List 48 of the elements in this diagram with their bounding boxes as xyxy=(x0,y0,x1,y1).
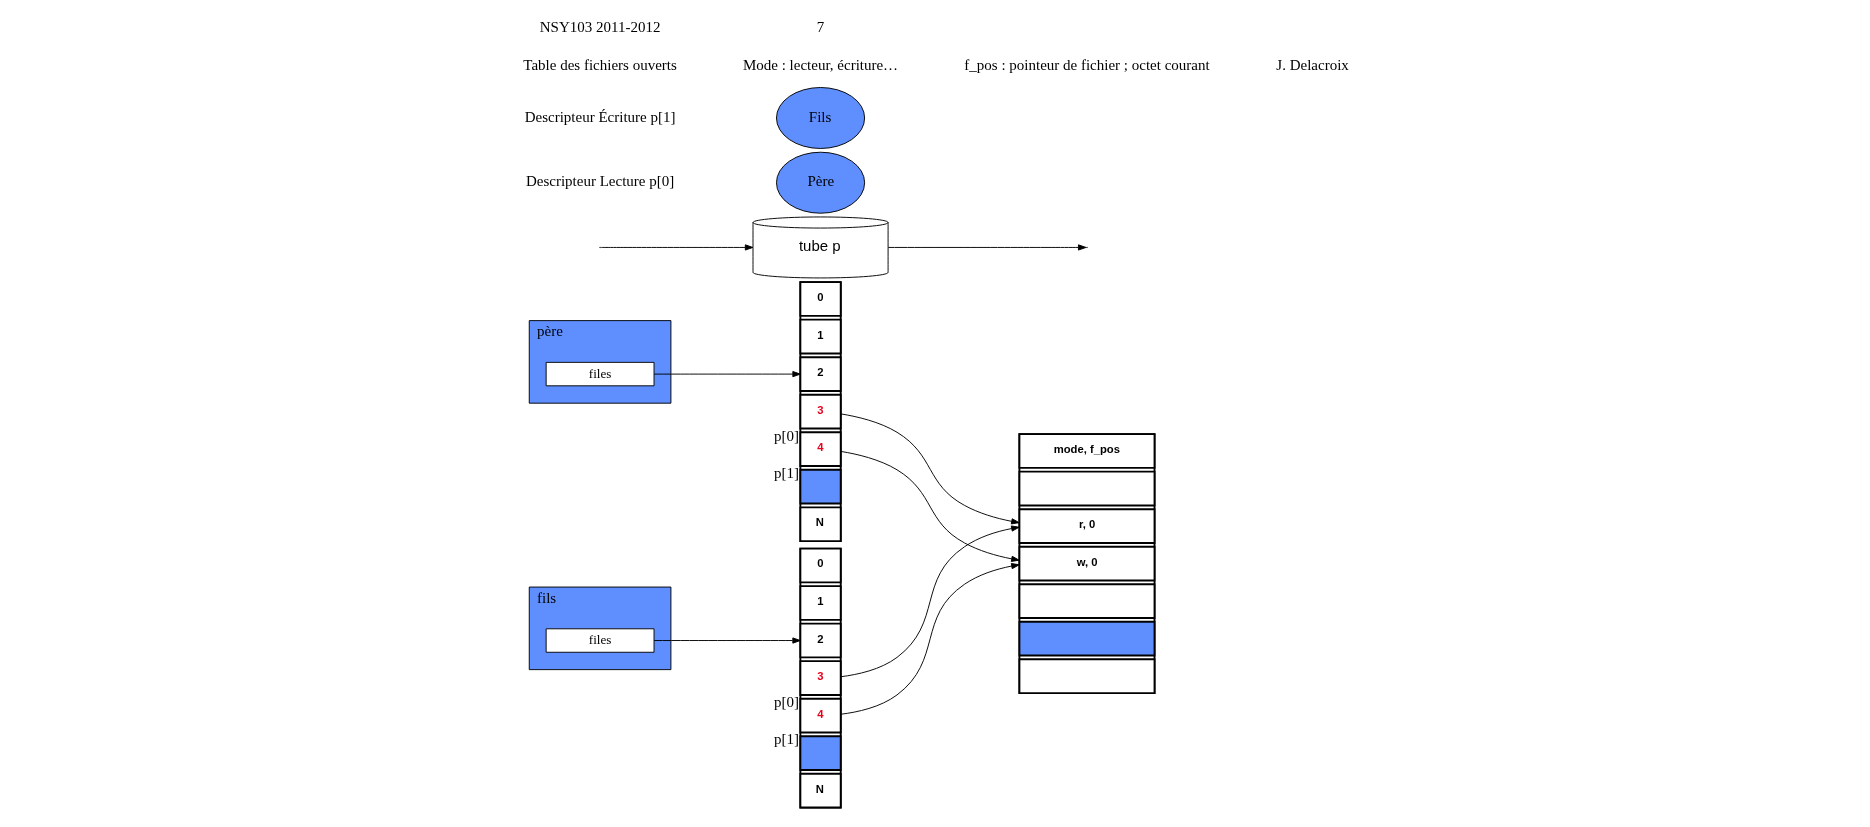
node-box: N xyxy=(799,772,842,809)
node-box: 0 xyxy=(799,547,842,584)
node-box: 0 xyxy=(799,281,842,317)
node-box: files xyxy=(545,628,655,653)
node-label: p[1] xyxy=(774,465,800,482)
node-box xyxy=(1018,583,1156,619)
node-box: 1 xyxy=(799,585,842,621)
node-box: 4 xyxy=(799,697,842,734)
cluster xyxy=(528,320,672,404)
node-box xyxy=(1018,470,1156,507)
cluster xyxy=(528,586,672,671)
node-label: fils xyxy=(537,589,557,606)
node-label: p[1] xyxy=(774,731,800,748)
node-box: 3 xyxy=(799,393,842,430)
arrow xyxy=(840,450,1020,562)
label: f_pos : pointeur de fichier ; octet courant xyxy=(964,56,1210,73)
node-ellipse: Fils xyxy=(776,87,866,149)
node-box: files xyxy=(545,361,655,387)
node-box xyxy=(1018,658,1156,694)
node-box: r, 0 xyxy=(1018,508,1156,544)
label: J. Delacroix xyxy=(1276,56,1349,73)
label: Descripteur Lecture p[0] xyxy=(525,173,675,190)
node-box: N xyxy=(799,506,842,543)
node-box: 4 xyxy=(799,431,842,467)
node-label: p[0] xyxy=(774,427,800,444)
arrow xyxy=(840,563,1020,715)
label: NSY103 2011-2012 xyxy=(539,19,661,36)
node-label: p[0] xyxy=(774,693,800,710)
node-ellipse: Père xyxy=(776,151,866,214)
arrow xyxy=(840,525,1020,678)
label: Mode : lecteur, écriture… xyxy=(742,56,899,73)
arrow xyxy=(653,371,801,378)
arrow xyxy=(600,244,754,251)
node-box: 2 xyxy=(799,356,842,392)
node-box xyxy=(799,468,842,505)
node-box xyxy=(1018,620,1156,657)
arrow xyxy=(840,413,1020,525)
node-box: 2 xyxy=(799,622,842,659)
arrow xyxy=(653,637,801,644)
label: 7 xyxy=(816,19,825,36)
node-label: père xyxy=(536,323,563,340)
label: Descripteur Écriture p[1] xyxy=(524,108,676,125)
node-box: w, 0 xyxy=(1018,545,1156,582)
node-box: mode, f_pos xyxy=(1018,433,1156,469)
label: Table des fichiers ouverts xyxy=(523,56,677,73)
node-box: 1 xyxy=(799,318,842,355)
node-box: 3 xyxy=(799,660,842,696)
node-box xyxy=(799,735,842,771)
